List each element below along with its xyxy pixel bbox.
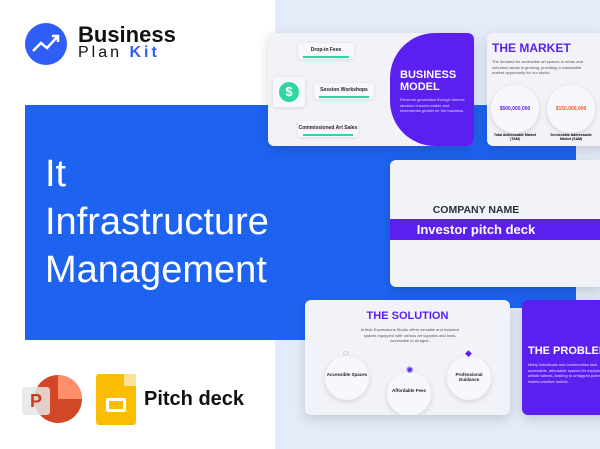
tam-label: Total Addressable Market (TAM) xyxy=(493,133,537,141)
problem-desc: Many individuals and communities lack ac… xyxy=(528,362,600,384)
solution-item: Affordable Fees xyxy=(387,372,431,415)
market-heading: THE MARKET xyxy=(492,41,571,55)
solution-desc: Artistic Expressions Studio offers versa… xyxy=(360,327,460,343)
blue-band-lower xyxy=(25,300,310,340)
company-name: COMPANY NAME xyxy=(432,204,520,216)
logo-subtext: Plan Kit xyxy=(78,44,160,61)
subtitle-band: Investor pitch deck xyxy=(390,219,600,240)
sam-value: $150,000,000 xyxy=(547,85,595,133)
lightbulb-icon: ◌ xyxy=(343,348,349,358)
fee-item: Session Workshops xyxy=(314,83,374,99)
trend-arrow-icon xyxy=(25,23,67,65)
dollar-icon: $ xyxy=(273,77,305,107)
badge-icon: ✺ xyxy=(406,365,414,375)
market-slide[interactable]: THE MARKET The demand for accessible art… xyxy=(487,33,600,146)
powerpoint-icon: P xyxy=(22,375,82,425)
diamond-icon: ◆ xyxy=(465,348,472,358)
logo-text: Business xyxy=(78,22,176,47)
google-slides-icon xyxy=(96,374,136,425)
cover-slide[interactable]: COMPANY NAME Investor pitch deck xyxy=(390,160,600,287)
tam-value: $500,000,000 xyxy=(491,85,539,133)
business-model-slide[interactable]: Drop-in Fees $ Session Workshops Commiss… xyxy=(268,33,474,146)
sam-label: Serviceable Addressable Market (SAM) xyxy=(550,133,592,141)
solution-heading: THE SOLUTION xyxy=(366,310,449,322)
pitch-deck-label: Pitch deck xyxy=(144,388,245,410)
solution-item: Accessible Spaces xyxy=(325,356,369,400)
market-desc: The demand for accessible art spaces in … xyxy=(492,59,583,75)
fee-item: Commissioned Art Sales xyxy=(298,121,358,137)
solution-slide[interactable]: THE SOLUTION Artistic Expressions Studio… xyxy=(305,300,510,415)
fee-item: Drop-in Fees xyxy=(298,43,354,59)
solution-item: Professional Guidance xyxy=(447,356,491,400)
